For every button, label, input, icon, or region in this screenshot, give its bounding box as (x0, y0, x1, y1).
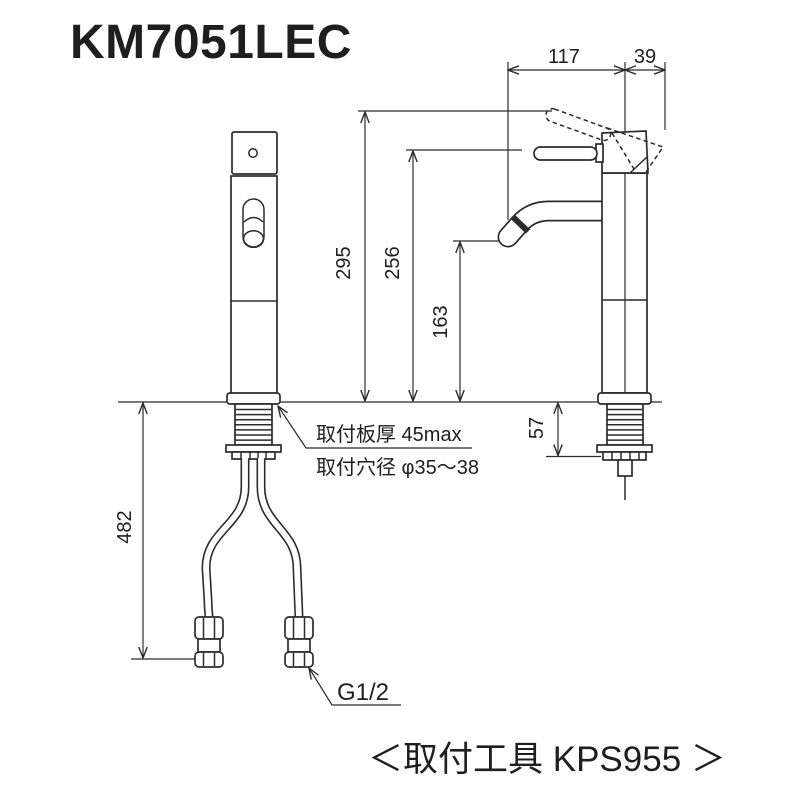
dim-39-label: 39 (634, 46, 656, 68)
thread-note-leader (309, 668, 401, 706)
front-handle (231, 131, 278, 175)
connector-right-top (284, 616, 314, 640)
spout-front-bend (243, 216, 264, 223)
dim-117-label: 117 (548, 46, 580, 68)
connector-left-bottom-facets (202, 653, 216, 666)
handle-screw (248, 148, 258, 158)
tool-note: ＜取付工具 KPS955 ＞ (368, 740, 726, 779)
front-mounting-nut (225, 444, 282, 453)
side-mounting-nut (596, 444, 653, 453)
front-base-flange (226, 392, 281, 405)
side-base-flange (597, 392, 652, 405)
side-castellation-lines (611, 452, 640, 460)
connector-right-top-facets (292, 618, 306, 638)
lever-handle (533, 146, 598, 161)
connector-left-top-facets (202, 618, 216, 638)
side-view (497, 107, 665, 500)
head-rotated-dashed-inner (611, 132, 635, 170)
side-head (601, 130, 649, 174)
hose-connector-right (284, 616, 314, 668)
note-mount-thickness: 取付板厚 45max (316, 423, 462, 446)
hose-right-fill (258, 458, 302, 619)
side-thread-lines (607, 408, 643, 441)
front-view (194, 131, 314, 668)
hose-left-outline (201, 459, 250, 618)
hose-right-outline (256, 459, 304, 618)
aerator-band (511, 215, 531, 234)
annotation-layer: 117 39 295 256 163 57 482 取付板厚 45max 取付穴… (70, 16, 726, 779)
connector-left-top (194, 616, 224, 640)
supply-hoses (201, 458, 304, 619)
hose-left-fill (203, 458, 248, 619)
note-mount-hole: 取付穴径 φ35～38 (316, 456, 479, 479)
product-code-title: KM7051LEC (70, 16, 352, 69)
dim-295-label: 295 (333, 246, 355, 279)
mount-note-leader (278, 406, 472, 449)
dim-482-label: 482 (114, 510, 136, 543)
front-thread-lines (235, 408, 272, 441)
connector-right-bottom (284, 651, 314, 668)
note-thread-size: G1/2 (337, 679, 389, 706)
dim-57-label: 57 (526, 417, 548, 439)
connector-right-bottom-facets (292, 653, 306, 666)
connector-left-mid (197, 638, 221, 653)
connector-left-bottom (194, 651, 224, 668)
lever-raised-dashed (545, 107, 612, 142)
side-head-chamfer (629, 155, 649, 174)
side-popup-stem (617, 459, 633, 477)
hose-connector-left (194, 616, 224, 668)
dimension-layer (118, 62, 665, 660)
dim-163-label: 163 (430, 305, 452, 338)
head-rotated-dashed (606, 127, 665, 173)
front-castellation-lines (240, 452, 267, 459)
front-body (230, 175, 278, 396)
front-nut-castellation (231, 451, 276, 460)
spout-front-outlet (242, 229, 265, 249)
dim-256-label: 256 (382, 246, 404, 279)
connector-right-mid (287, 638, 311, 653)
